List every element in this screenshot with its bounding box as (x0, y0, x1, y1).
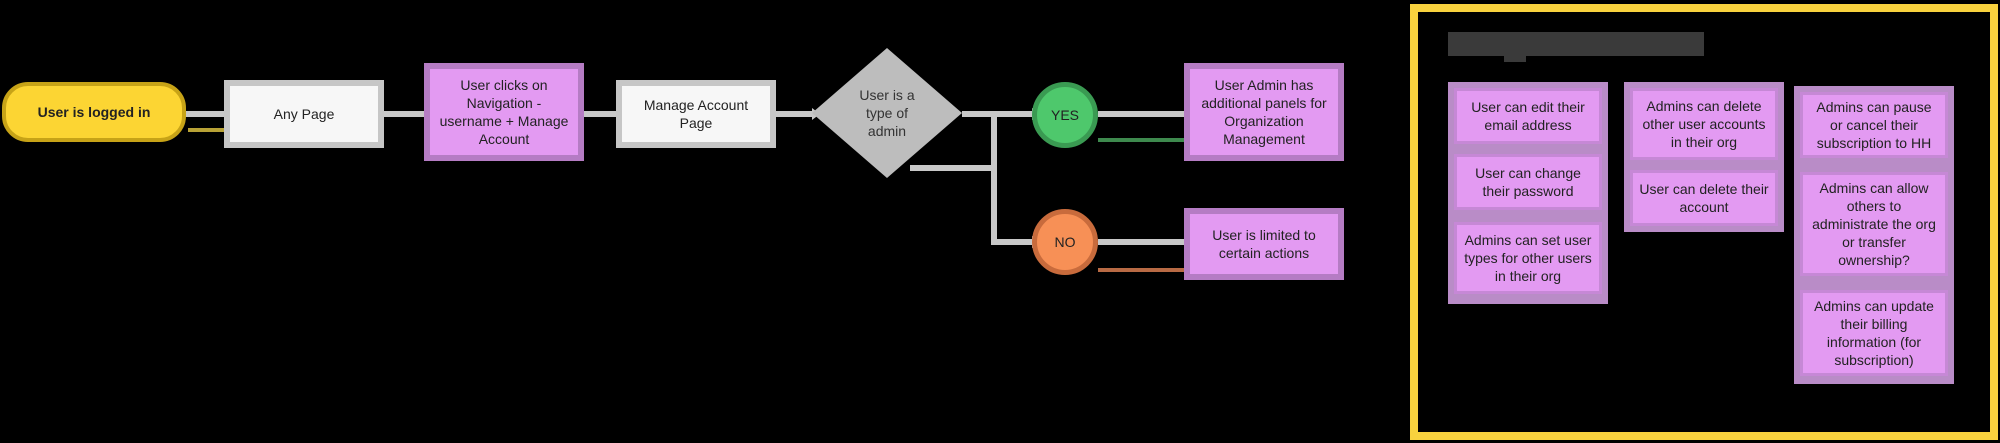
card-delete-own-account-label: User can delete their account (1639, 181, 1769, 215)
card-set-user-types-label: Admins can set user types for other user… (1464, 232, 1592, 284)
yes-node: YES (1032, 82, 1098, 148)
card-delete-other-accounts: Admins can delete other user accounts in… (1630, 88, 1778, 160)
card-edit-email-label: User can edit their email address (1471, 99, 1585, 133)
manage-account-label: Manage Account Page (643, 97, 749, 131)
panel-title (1448, 32, 1704, 56)
user-clicks-label: User clicks on Navigation - username + M… (439, 77, 569, 147)
card-edit-email: User can edit their email address (1454, 88, 1602, 144)
yes-label: YES (1050, 107, 1079, 123)
no-label: NO (1054, 234, 1076, 250)
card-change-password-label: User can change their password (1475, 165, 1581, 199)
any-page-node: Any Page (224, 80, 384, 148)
user-clicks-node: User clicks on Navigation - username + M… (424, 63, 584, 161)
card-update-billing-label: Admins can update their billing informat… (1814, 298, 1934, 368)
admin-result-label: User Admin has additional panels for Org… (1201, 77, 1327, 147)
start-node-label: User is logged in (37, 104, 151, 120)
card-administrate-org: Admins can allow others to administrate … (1800, 172, 1948, 276)
card-pause-subscription: Admins can pause or cancel their subscri… (1800, 92, 1948, 158)
card-change-password: User can change their password (1454, 154, 1602, 210)
edge-decision-to-no (991, 114, 1032, 245)
panel-title-tab (1504, 56, 1526, 62)
limited-result-node: User is limited to certain actions (1184, 208, 1344, 280)
card-delete-other-accounts-label: Admins can delete other user accounts in… (1642, 98, 1766, 150)
card-set-user-types: Admins can set user types for other user… (1454, 222, 1602, 294)
decision-label: User is a type of admin (859, 87, 915, 139)
card-update-billing: Admins can update their billing informat… (1800, 290, 1948, 376)
admin-result-node: User Admin has additional panels for Org… (1184, 63, 1344, 161)
limited-result-label: User is limited to certain actions (1212, 227, 1316, 261)
any-page-label: Any Page (273, 106, 335, 122)
no-node: NO (1032, 209, 1098, 275)
start-node: User is logged in (2, 82, 186, 142)
manage-account-node: Manage Account Page (616, 80, 776, 148)
card-delete-own-account: User can delete their account (1630, 170, 1778, 226)
decision-node: User is a type of admin (812, 48, 962, 178)
card-pause-subscription-label: Admins can pause or cancel their subscri… (1816, 99, 1932, 151)
card-administrate-org-label: Admins can allow others to administrate … (1812, 180, 1936, 268)
